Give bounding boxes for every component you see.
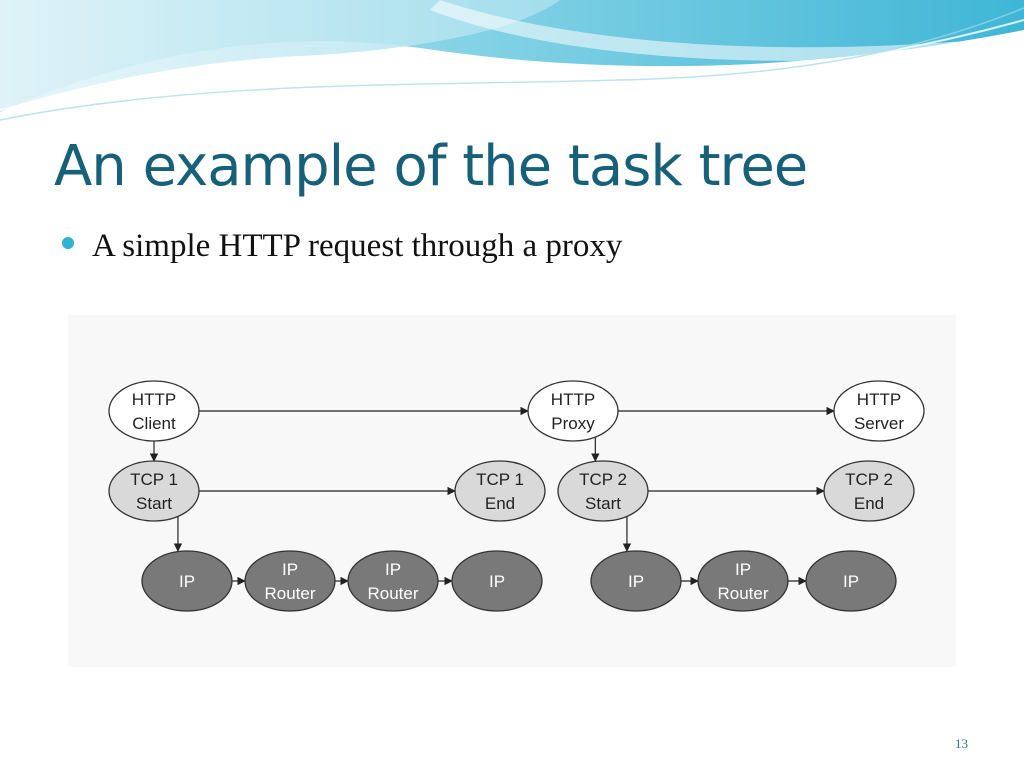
node-label-ip-router-3: Router — [717, 584, 768, 603]
node-tcp2-start: TCP 2 Start — [557, 460, 649, 522]
node-shape-tcp1-start — [108, 460, 200, 522]
node-label-ip-3: IP — [628, 572, 644, 591]
node-label-tcp1-start: Start — [136, 494, 172, 513]
node-label-ip-router-1: Router — [264, 584, 315, 603]
node-shape-http-proxy — [527, 380, 619, 442]
node-shape-ip-1 — [141, 550, 233, 612]
node-label-http-client: HTTP — [132, 390, 176, 409]
node-tcp1-start: TCP 1 Start — [108, 460, 200, 522]
node-label-tcp1-end: End — [485, 494, 515, 513]
node-label-ip-router-2: IP — [385, 560, 401, 579]
header-wave-decoration — [0, 0, 1024, 121]
node-shape-tcp2-end — [823, 460, 915, 522]
node-label-tcp2-end: TCP 2 — [845, 470, 893, 489]
node-ip-4: IP — [805, 550, 897, 612]
node-shape-ip-router-2 — [347, 550, 439, 612]
node-shape-ip-router-3 — [697, 550, 789, 612]
bullet-text: A simple HTTP request through a proxy — [92, 228, 623, 264]
node-label-http-server: HTTP — [857, 390, 901, 409]
node-label-tcp2-end: End — [854, 494, 884, 513]
slide-title: An example of the task tree — [54, 134, 808, 199]
node-ip-router-2: IP Router — [347, 550, 439, 612]
node-tcp1-end: TCP 1 End — [454, 460, 546, 522]
node-shape-tcp1-end — [454, 460, 546, 522]
node-label-tcp2-start: Start — [585, 494, 621, 513]
node-ip-2: IP — [451, 550, 543, 612]
node-ip-1: IP — [141, 550, 233, 612]
node-label-ip-1: IP — [179, 572, 195, 591]
node-label-http-proxy: HTTP — [551, 390, 595, 409]
node-shape-ip-4 — [805, 550, 897, 612]
node-tcp2-end: TCP 2 End — [823, 460, 915, 522]
diagram-edges — [149, 406, 835, 586]
node-http-client: HTTP Client — [108, 380, 200, 442]
bullet-dot-icon — [62, 237, 74, 249]
node-label-tcp1-end: TCP 1 — [476, 470, 524, 489]
node-shape-ip-2 — [451, 550, 543, 612]
node-shape-tcp2-start — [557, 460, 649, 522]
node-ip-router-1: IP Router — [244, 550, 336, 612]
node-label-http-client: Client — [132, 414, 176, 433]
node-label-tcp2-start: TCP 2 — [579, 470, 627, 489]
node-label-http-proxy: Proxy — [551, 414, 595, 433]
page-number: 13 — [955, 736, 968, 751]
node-label-http-server: Server — [854, 414, 904, 433]
node-label-ip-4: IP — [843, 572, 859, 591]
node-ip-router-3: IP Router — [697, 550, 789, 612]
node-shape-ip-3 — [590, 550, 682, 612]
node-shape-ip-router-1 — [244, 550, 336, 612]
node-label-ip-router-2: Router — [367, 584, 418, 603]
node-label-tcp1-start: TCP 1 — [130, 470, 178, 489]
node-label-ip-router-3: IP — [735, 560, 751, 579]
node-http-server: HTTP Server — [833, 380, 925, 442]
node-shape-http-client — [108, 380, 200, 442]
node-http-proxy: HTTP Proxy — [527, 380, 619, 442]
node-ip-3: IP — [590, 550, 682, 612]
node-label-ip-2: IP — [489, 572, 505, 591]
node-shape-http-server — [833, 380, 925, 442]
node-label-ip-router-1: IP — [282, 560, 298, 579]
